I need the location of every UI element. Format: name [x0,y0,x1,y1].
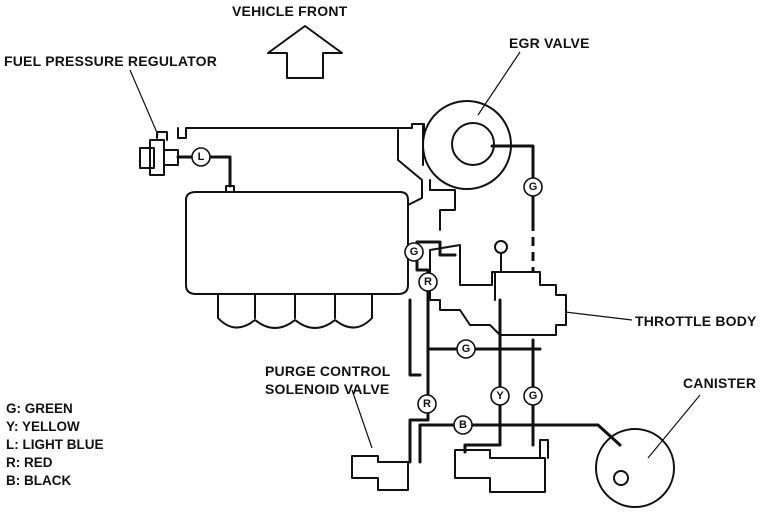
hose-tag-g2: G [404,242,424,262]
vehicle-front-label: VEHICLE FRONT [232,3,348,19]
svg-text:G: G [410,246,419,258]
legend-item: R: RED [6,455,53,470]
svg-text:G: G [462,343,471,355]
hose-tag-r1: R [418,272,438,292]
legend-item: Y: YELLOW [6,419,80,434]
vehicle-front-arrow [267,25,343,79]
egr-valve [422,51,521,231]
svg-text:G: G [529,390,538,402]
egr-valve-label: EGR VALVE [509,35,590,51]
hose-tag-g1: G [523,177,543,197]
purge-control-solenoid-valve [351,389,549,493]
svg-text:R: R [424,276,432,288]
vacuum-hoses [176,144,622,464]
legend-item: L: LIGHT BLUE [6,437,104,452]
legend-item: G: GREEN [6,401,73,416]
throttle-body [429,240,633,336]
hose-tag-l: L [191,147,211,167]
hose-tag-b: B [453,415,473,435]
throttle-body-label: THROTTLE BODY [635,313,757,329]
purge-control-label-line2: SOLENOID VALVE [265,381,389,397]
canister-label: CANISTER [683,375,756,391]
svg-text:L: L [198,151,205,163]
hose-tag-r2: R [417,394,437,414]
intake-manifold [177,123,425,329]
hose-tag-y: Y [490,386,510,406]
svg-text:B: B [459,419,467,431]
legend-item: B: BLACK [6,473,71,488]
svg-text:R: R [423,398,431,410]
color-legend: G: GREEN Y: YELLOW L: LIGHT BLUE R: RED … [6,401,104,488]
canister [595,394,701,508]
fuel-pressure-regulator-label: FUEL PRESSURE REGULATOR [4,53,217,69]
fuel-pressure-regulator [129,69,179,176]
hose-tag-g4: G [523,386,543,406]
svg-text:Y: Y [496,390,504,402]
svg-text:G: G [529,181,538,193]
purge-control-label-line1: PURGE CONTROL [265,363,391,379]
hose-tag-g3: G [456,339,476,359]
